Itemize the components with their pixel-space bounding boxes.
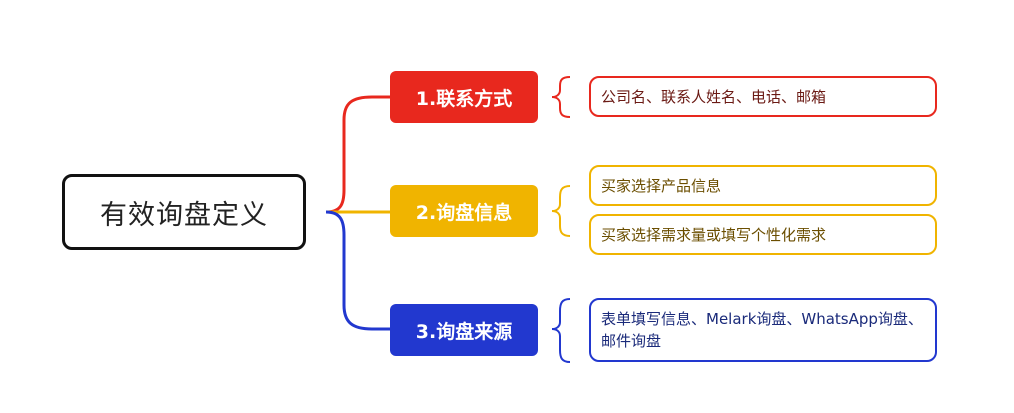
leaf-node-label: 买家选择需求量或填写个性化需求 <box>601 225 827 244</box>
root-node-label: 有效询盘定义 <box>100 199 268 231</box>
leaf-node-label: 公司名、联系人姓名、电话、邮箱 <box>601 87 827 106</box>
leaf-node-product-info[interactable]: 买家选择产品信息 <box>589 165 937 206</box>
connector-root-branch1 <box>325 95 390 214</box>
leaf-node-label: 表单填写信息、Melark询盘、WhatsApp询盘、邮件询盘 <box>601 310 923 350</box>
connector-root-branch3 <box>325 210 390 331</box>
branch-node-contact[interactable]: 1.联系方式 <box>390 71 538 123</box>
branch-node-inquiry-info[interactable]: 2.询盘信息 <box>390 185 538 237</box>
branch-node-label: 2.询盘信息 <box>415 201 513 224</box>
bracket-branch2 <box>551 185 571 237</box>
branch-node-label: 3.询盘来源 <box>415 320 513 343</box>
bracket-branch3 <box>551 298 571 363</box>
leaf-node-contact-fields[interactable]: 公司名、联系人姓名、电话、邮箱 <box>589 76 937 117</box>
branch-node-inquiry-source[interactable]: 3.询盘来源 <box>390 304 538 356</box>
leaf-node-quantity-needs[interactable]: 买家选择需求量或填写个性化需求 <box>589 214 937 255</box>
branch-node-label: 1.联系方式 <box>415 87 513 110</box>
leaf-node-label: 买家选择产品信息 <box>601 176 722 195</box>
root-node[interactable]: 有效询盘定义 <box>62 174 306 250</box>
leaf-node-source-channels[interactable]: 表单填写信息、Melark询盘、WhatsApp询盘、邮件询盘 <box>589 298 937 362</box>
bracket-branch1 <box>551 76 571 118</box>
